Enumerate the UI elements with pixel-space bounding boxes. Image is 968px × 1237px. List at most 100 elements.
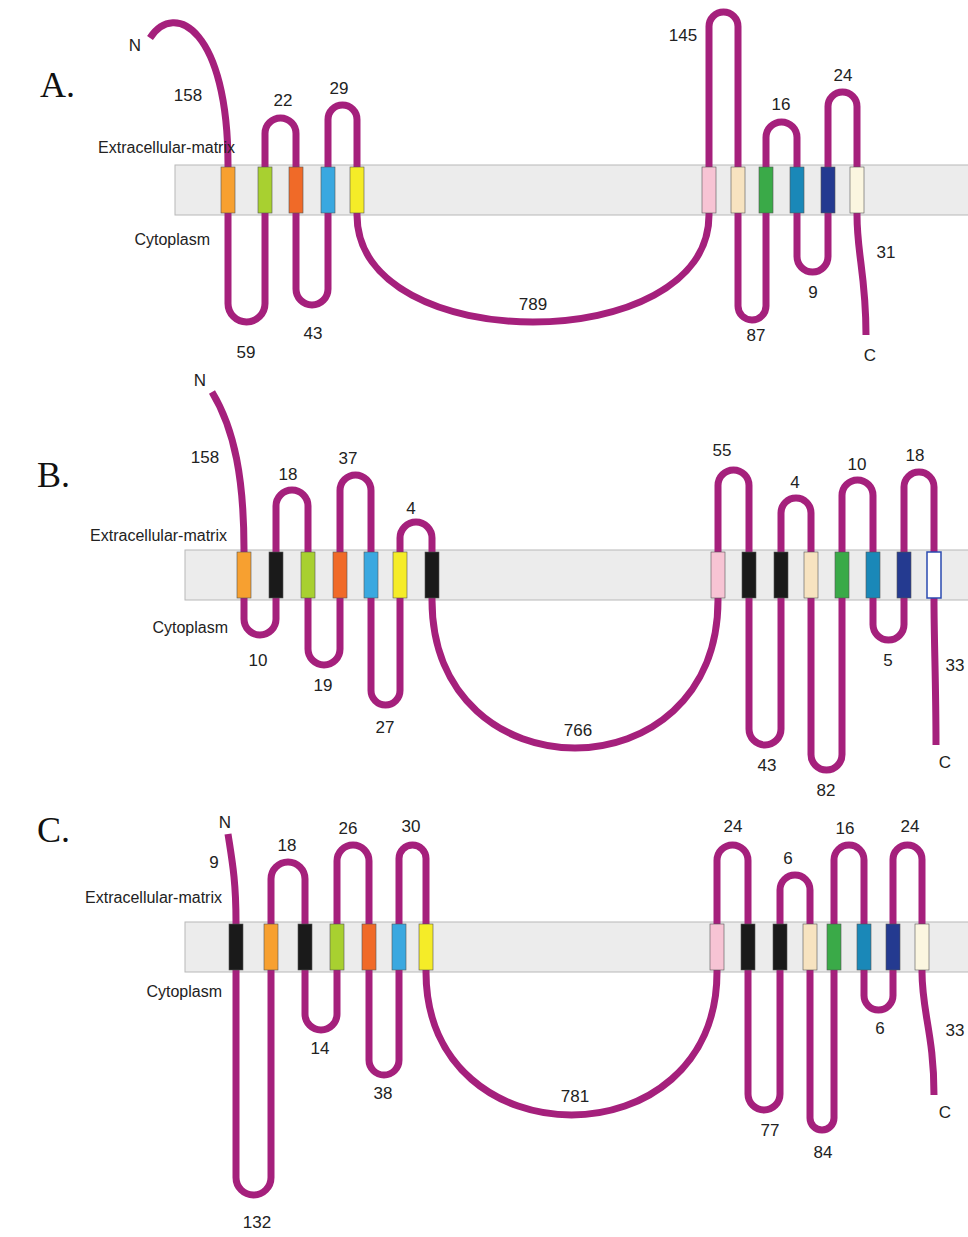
polypeptide-chain — [271, 862, 305, 922]
transmembrane-helix — [927, 552, 941, 598]
polypeptide-chain — [337, 845, 369, 922]
polypeptide-chain — [276, 490, 308, 550]
transmembrane-helix — [333, 552, 347, 598]
polypeptide-chain — [738, 215, 766, 320]
polypeptide-chain — [328, 105, 357, 165]
polypeptide-chain — [228, 834, 236, 922]
transmembrane-helix — [350, 167, 364, 213]
loop-length: 158 — [191, 449, 219, 466]
loop-length: 9 — [808, 284, 817, 301]
transmembrane-helix — [710, 924, 724, 970]
transmembrane-helix — [741, 924, 755, 970]
topology-panel — [185, 392, 968, 770]
transmembrane-helix — [330, 924, 344, 970]
terminus-label: C — [939, 1104, 951, 1121]
loop-length: 37 — [339, 450, 358, 467]
loop-length: 84 — [814, 1144, 833, 1161]
loop-length: 26 — [339, 820, 358, 837]
transmembrane-helix — [774, 552, 788, 598]
region-label: Extracellular-matrix — [98, 140, 235, 156]
transmembrane-helix — [321, 167, 335, 213]
loop-length: 14 — [311, 1040, 330, 1057]
polypeptide-chain — [797, 215, 828, 272]
polypeptide-chain — [828, 92, 857, 165]
panel-letter: B. — [37, 457, 70, 493]
transmembrane-helix — [915, 924, 929, 970]
polypeptide-chain — [766, 122, 797, 165]
transmembrane-helix — [835, 552, 849, 598]
loop-length: 24 — [901, 818, 920, 835]
polypeptide-chain — [834, 845, 864, 922]
terminus-label: C — [939, 754, 951, 771]
transmembrane-helix — [269, 552, 283, 598]
polypeptide-chain — [369, 972, 399, 1075]
loop-length: 29 — [330, 80, 349, 97]
region-label: Cytoplasm — [146, 984, 222, 1000]
polypeptide-chain — [842, 480, 873, 550]
loop-length: 30 — [402, 818, 421, 835]
region-label: Cytoplasm — [152, 620, 228, 636]
loop-length: 10 — [848, 456, 867, 473]
membrane-band — [175, 165, 968, 215]
loop-length: 781 — [561, 1088, 589, 1105]
membrane-band — [185, 922, 968, 972]
loop-length: 24 — [724, 818, 743, 835]
panel-letter: C. — [37, 812, 70, 848]
loop-length: 59 — [237, 344, 256, 361]
polypeptide-chain — [718, 470, 749, 550]
polypeptide-chain — [265, 118, 296, 165]
loop-length: 6 — [875, 1020, 884, 1037]
loop-length: 158 — [174, 87, 202, 104]
polypeptide-chain — [426, 972, 717, 1115]
loop-length: 789 — [519, 296, 547, 313]
polypeptide-chain — [340, 475, 371, 550]
polypeptide-chain — [810, 972, 834, 1130]
transmembrane-helix — [742, 552, 756, 598]
polypeptide-chain — [236, 972, 271, 1195]
loop-length: 18 — [906, 447, 925, 464]
transmembrane-helix — [804, 552, 818, 598]
polypeptide-chain — [228, 215, 265, 322]
terminus-label: N — [129, 37, 141, 54]
polypeptide-chain — [399, 845, 426, 922]
polypeptide-chain — [244, 600, 276, 635]
polypeptide-chain — [357, 215, 709, 322]
loop-length: 18 — [279, 466, 298, 483]
topology-panel — [185, 834, 968, 1195]
loop-length: 82 — [817, 782, 836, 799]
transmembrane-helix — [731, 167, 745, 213]
loop-length: 5 — [883, 652, 892, 669]
polypeptide-chain — [717, 845, 748, 922]
polypeptide-chain — [400, 522, 432, 550]
polypeptide-chain — [296, 215, 328, 305]
transmembrane-helix — [289, 167, 303, 213]
transmembrane-helix — [821, 167, 835, 213]
polypeptide-chain — [864, 972, 893, 1010]
loop-length: 19 — [314, 677, 333, 694]
transmembrane-helix — [850, 167, 864, 213]
polypeptide-chain — [873, 600, 904, 640]
transmembrane-helix — [298, 924, 312, 970]
polypeptide-chain — [904, 472, 934, 550]
transmembrane-helix — [393, 552, 407, 598]
transmembrane-helix — [258, 167, 272, 213]
transmembrane-helix — [419, 924, 433, 970]
polypeptide-chain — [781, 498, 811, 550]
transmembrane-helix — [886, 924, 900, 970]
transmembrane-helix — [711, 552, 725, 598]
membrane-band — [185, 550, 968, 600]
region-label: Extracellular-matrix — [85, 890, 222, 906]
polypeptide-chain — [811, 600, 842, 770]
loop-length: 16 — [772, 96, 791, 113]
region-label: Cytoplasm — [134, 232, 210, 248]
transmembrane-helix — [362, 924, 376, 970]
transmembrane-helix — [827, 924, 841, 970]
transmembrane-helix — [392, 924, 406, 970]
loop-length: 16 — [836, 820, 855, 837]
loop-length: 4 — [790, 474, 799, 491]
loop-length: 31 — [877, 244, 896, 261]
terminus-label: N — [219, 814, 231, 831]
loop-length: 18 — [278, 837, 297, 854]
polypeptide-chain — [748, 972, 780, 1110]
